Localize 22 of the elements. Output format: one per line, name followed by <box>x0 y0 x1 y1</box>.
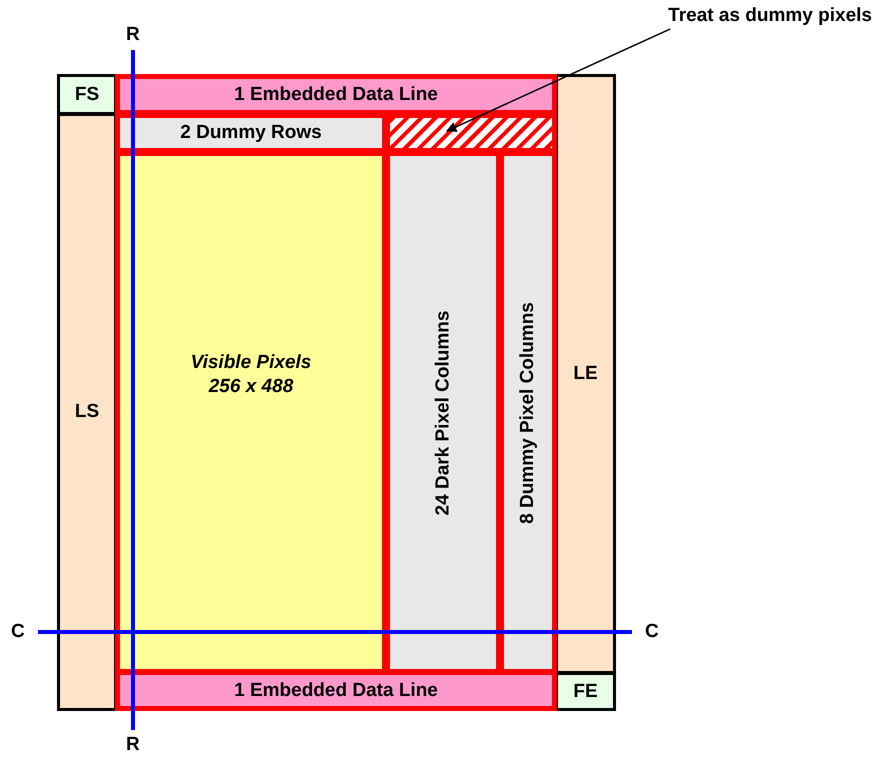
line-label: C <box>11 622 25 642</box>
region-label: 1 Embedded Data Line <box>234 678 438 702</box>
area-size: 256 x 488 <box>208 375 294 399</box>
frame-marker-box <box>57 74 117 115</box>
line-marker-band <box>57 113 117 711</box>
region-label: 1 Embedded Data Line <box>234 82 438 106</box>
line-label: R <box>126 25 140 45</box>
area-title: Visible Pixels <box>190 351 312 375</box>
leader-arrow <box>446 28 670 132</box>
region-label: 24 Dark Pixel Columns <box>432 310 454 515</box>
line-label: R <box>126 735 140 755</box>
region-label: LS <box>74 400 100 424</box>
annotation-text: Treat as dummy pixels <box>668 4 872 28</box>
region-label: LE <box>573 362 598 386</box>
embedded-data-band <box>115 74 557 115</box>
region-label: 2 Dummy Rows <box>180 121 322 145</box>
region-label: 8 Dummy Pixel Columns <box>517 302 539 524</box>
line-label: C <box>645 622 659 642</box>
region-label: FE <box>573 680 598 704</box>
region-label: FS <box>74 82 100 106</box>
line-marker-band <box>555 74 616 674</box>
frame-marker-box <box>555 672 616 711</box>
